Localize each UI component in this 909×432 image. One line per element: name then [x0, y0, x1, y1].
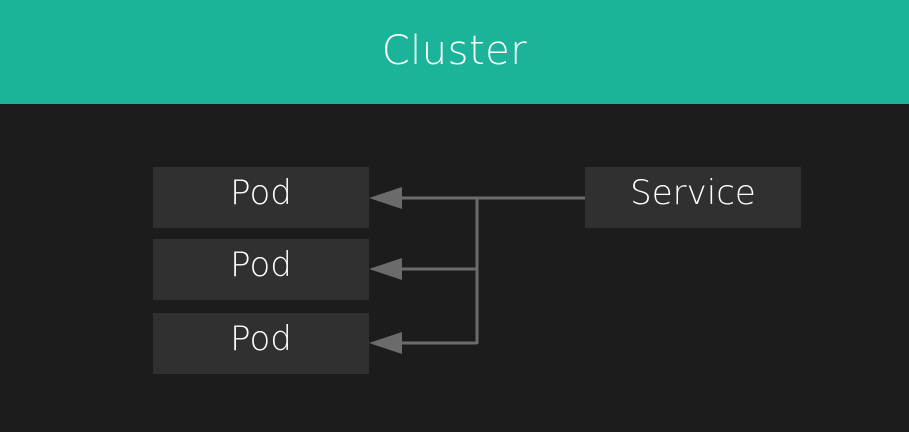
pod-node-1: Pod [153, 167, 369, 228]
arrowhead-pod-3 [369, 332, 402, 354]
arrowhead-pod-2 [369, 258, 402, 280]
pod-label-2: Pod [230, 244, 292, 285]
cluster-title: Cluster [381, 28, 528, 74]
pod-label-3: Pod [230, 318, 292, 359]
pod-node-2: Pod [153, 239, 369, 300]
arrowheads [369, 187, 402, 354]
pod-label-1: Pod [230, 172, 292, 213]
service-label: Service [630, 172, 756, 213]
cluster-header: Cluster [0, 0, 909, 104]
arrowhead-pod-1 [369, 187, 402, 209]
service-node: Service [585, 167, 801, 228]
pod-node-3: Pod [153, 313, 369, 374]
connector-paths [398, 196, 585, 345]
